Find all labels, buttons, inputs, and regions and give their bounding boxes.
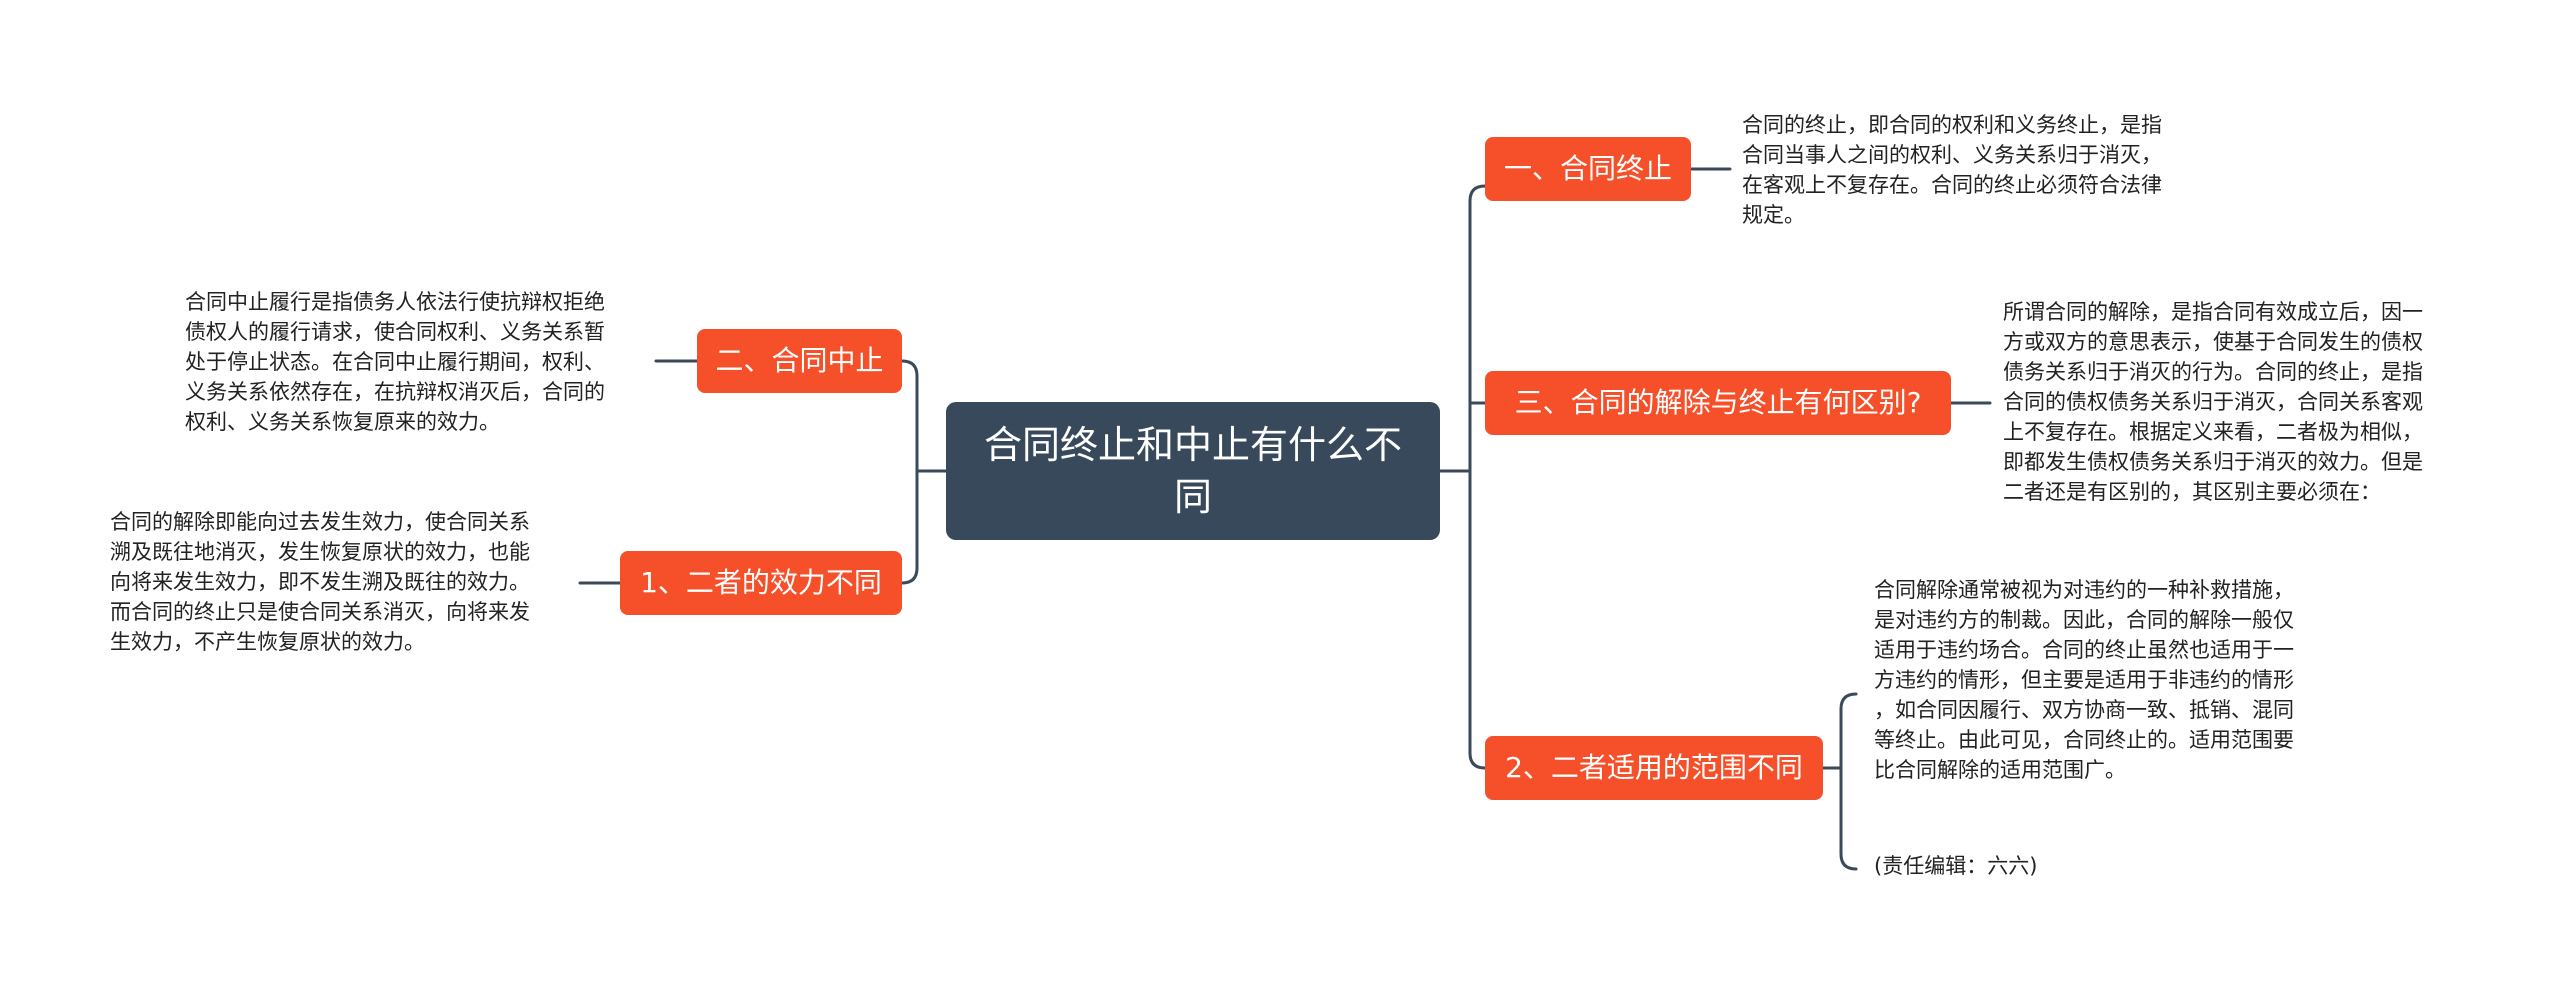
- note-effect-difference: 合同的解除即能向过去发生效力，使合同关系 溯及既往地消灭，发生恢复原状的效力，也…: [110, 507, 530, 657]
- root-title: 合同终止和中止有什么不 同: [984, 419, 1402, 523]
- connector-right-mid: [1453, 401, 1487, 473]
- branch-scope-difference[interactable]: 2、二者适用的范围不同: [1485, 736, 1823, 800]
- note-line: ，如合同因履行、双方协商一致、抵销、混同: [1874, 698, 2294, 722]
- note-line: 比合同解除的适用范围广。: [1874, 758, 2126, 782]
- note-line: 适用于违约场合。合同的终止虽然也适用于一: [1874, 638, 2294, 662]
- note-line: 是对违约方的制裁。因此，合同的解除一般仅: [1874, 608, 2294, 632]
- note-line: 债务关系归于消灭的行为。合同的终止，是指: [2003, 360, 2423, 384]
- note-line: 生效力，不产生恢复原状的效力。: [110, 630, 425, 654]
- note-contract-suspension: 合同中止履行是指债务人依法行使抗辩权拒绝 债权人的履行请求，使合同权利、义务关系…: [185, 287, 605, 437]
- note-line: 等终止。由此可见，合同终止的。适用范围要: [1874, 728, 2294, 752]
- branch-contract-termination[interactable]: 一、合同终止: [1485, 137, 1691, 201]
- branch-label: 一、合同终止: [1503, 152, 1672, 185]
- note-line: 合同的终止，即合同的权利和义务终止，是指: [1742, 113, 2162, 137]
- editor-credit-text: (责任编辑：六六): [1874, 854, 2038, 878]
- note-line: 方或双方的意思表示，使基于合同发生的债权: [2003, 330, 2423, 354]
- note-line: 溯及既往地消灭，发生恢复原状的效力，也能: [110, 540, 530, 564]
- note-line: 上不复存在。根据定义来看，二者极为相似，: [2003, 420, 2423, 444]
- note-editor-credit: (责任编辑：六六): [1874, 851, 2037, 881]
- branch-label: 三、合同的解除与终止有何区别?: [1514, 386, 1922, 419]
- note-line: 处于停止状态。在合同中止履行期间，权利、: [185, 350, 605, 374]
- root-topic[interactable]: 合同终止和中止有什么不 同: [946, 402, 1440, 540]
- note-line: 规定。: [1742, 203, 1805, 227]
- note-line: 合同解除通常被视为对违约的一种补救措施，: [1874, 578, 2294, 602]
- note-scope-difference: 合同解除通常被视为对违约的一种补救措施， 是对违约方的制裁。因此，合同的解除一般…: [1874, 575, 2294, 785]
- branch-contract-suspension[interactable]: 二、合同中止: [697, 329, 902, 393]
- note-line: 合同的解除即能向过去发生效力，使合同关系: [110, 510, 530, 534]
- root-title-line-1: 合同终止和中止有什么不: [983, 423, 1402, 467]
- note-line: 而合同的终止只是使合同关系消灭，向将来发: [110, 600, 530, 624]
- note-line: 合同当事人之间的权利、义务关系归于消灭，: [1742, 143, 2162, 167]
- note-line: 义务关系依然存在，在抗辩权消灭后，合同的: [185, 380, 605, 404]
- connector-left-trunk: [900, 359, 919, 585]
- branch-label: 二、合同中止: [715, 344, 884, 377]
- note-line: 债权人的履行请求，使合同权利、义务关系暂: [185, 320, 605, 344]
- note-line: 合同的债权债务关系归于消灭，合同关系客观: [2003, 390, 2423, 414]
- note-contract-termination: 合同的终止，即合同的权利和义务终止，是指 合同当事人之间的权利、义务关系归于消灭…: [1742, 110, 2162, 230]
- note-line: 即都发生债权债务关系归于消灭的效力。但是: [2003, 450, 2423, 474]
- note-line: 二者还是有区别的，其区别主要必须在：: [2003, 480, 2381, 504]
- note-line: 方违约的情形，但主要是适用于非违约的情形: [1874, 668, 2294, 692]
- note-line: 所谓合同的解除，是指合同有效成立后，因一: [2003, 300, 2423, 324]
- branch-rescission-vs-termination[interactable]: 三、合同的解除与终止有何区别?: [1485, 371, 1951, 435]
- note-line: 合同中止履行是指债务人依法行使抗辩权拒绝: [185, 290, 605, 314]
- note-line: 在客观上不复存在。合同的终止必须符合法律: [1742, 173, 2162, 197]
- connector-branch3-notes: [1821, 692, 1858, 871]
- note-line: 权利、义务关系恢复原来的效力。: [185, 410, 500, 434]
- root-title-line-2: 同: [1173, 475, 1212, 519]
- branch-label: 1、二者的效力不同: [640, 566, 882, 599]
- branch-effect-difference[interactable]: 1、二者的效力不同: [620, 551, 902, 615]
- branch-label: 2、二者适用的范围不同: [1505, 751, 1803, 784]
- note-rescission-vs-termination: 所谓合同的解除，是指合同有效成立后，因一 方或双方的意思表示，使基于合同发生的债…: [2003, 297, 2423, 507]
- connector-right-trunk: [1468, 184, 1487, 770]
- note-line: 向将来发生效力，即不发生溯及既往的效力。: [110, 570, 530, 594]
